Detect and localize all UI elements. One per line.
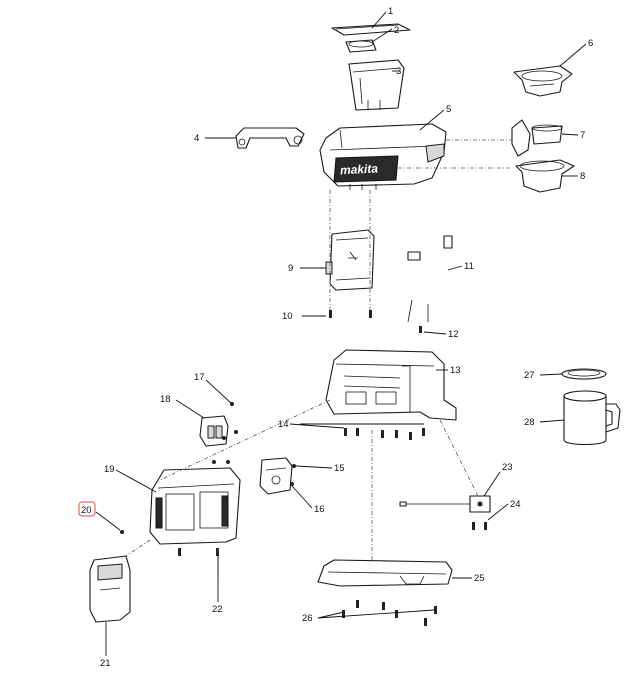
brand-logo: makita	[333, 155, 399, 183]
part-19-battery-mount[interactable]	[149, 467, 241, 545]
brand-logo-text: makita	[340, 161, 379, 177]
part-3-water-tank[interactable]	[348, 59, 405, 111]
callout-11[interactable]: 11	[464, 261, 474, 272]
leader-lines	[95, 11, 587, 656]
callout-7[interactable]: 7	[580, 130, 585, 141]
part-7-filter-cup[interactable]	[511, 119, 563, 157]
callout-19[interactable]: 19	[104, 464, 115, 475]
part-18-terminal[interactable]	[199, 415, 229, 447]
part-25-base-plate[interactable]	[317, 559, 453, 587]
callout-28[interactable]: 28	[524, 417, 535, 428]
callout-26[interactable]: 26	[302, 613, 313, 624]
part-16-switch[interactable]	[259, 457, 293, 495]
callout-23[interactable]: 23	[502, 462, 513, 473]
callout-2[interactable]: 2	[394, 25, 399, 36]
callout-14[interactable]: 14	[278, 419, 289, 430]
callout-3[interactable]: 3	[396, 66, 401, 77]
callout-9[interactable]: 9	[288, 263, 293, 274]
highlight-box-20	[78, 501, 96, 517]
callout-10[interactable]: 10	[282, 311, 293, 322]
callout-labels: 1 2 3 4 5 6 7 8 9 10 11 12 13 14 15 16 1…	[81, 6, 593, 669]
callout-25[interactable]: 25	[474, 573, 485, 584]
part-23-cord[interactable]	[399, 495, 491, 513]
part-28-mug[interactable]	[563, 390, 621, 446]
part-8-basket-holder[interactable]	[515, 159, 575, 193]
part-27-cup-lid[interactable]	[561, 368, 607, 380]
callout-20[interactable]: 20	[81, 505, 92, 516]
part-11-hose[interactable]	[407, 235, 453, 323]
callout-4[interactable]: 4	[194, 133, 199, 144]
callout-13[interactable]: 13	[450, 365, 461, 376]
callout-1[interactable]: 1	[388, 6, 393, 17]
part-5-main-housing[interactable]: makita	[319, 123, 447, 190]
callout-15[interactable]: 15	[334, 463, 345, 474]
callout-27[interactable]: 27	[524, 370, 535, 381]
callout-16[interactable]: 16	[314, 504, 325, 515]
screws	[120, 310, 487, 626]
part-4-handle[interactable]	[235, 127, 305, 149]
callout-21[interactable]: 21	[100, 658, 111, 669]
part-21-battery-cover[interactable]	[89, 555, 131, 623]
callout-6[interactable]: 6	[588, 38, 593, 49]
callout-8[interactable]: 8	[580, 171, 585, 182]
part-13-base-housing[interactable]	[325, 349, 457, 421]
part-2-filter[interactable]	[345, 39, 377, 53]
callout-18[interactable]: 18	[160, 394, 171, 405]
callout-5[interactable]: 5	[446, 104, 451, 115]
part-1-lid[interactable]	[331, 23, 411, 36]
callout-12[interactable]: 12	[448, 329, 459, 340]
part-9-heater-plate[interactable]	[325, 229, 375, 291]
callout-17[interactable]: 17	[194, 372, 205, 383]
callout-22[interactable]: 22	[212, 604, 223, 615]
part-6-basket[interactable]	[513, 65, 573, 97]
callout-24[interactable]: 24	[510, 499, 521, 510]
